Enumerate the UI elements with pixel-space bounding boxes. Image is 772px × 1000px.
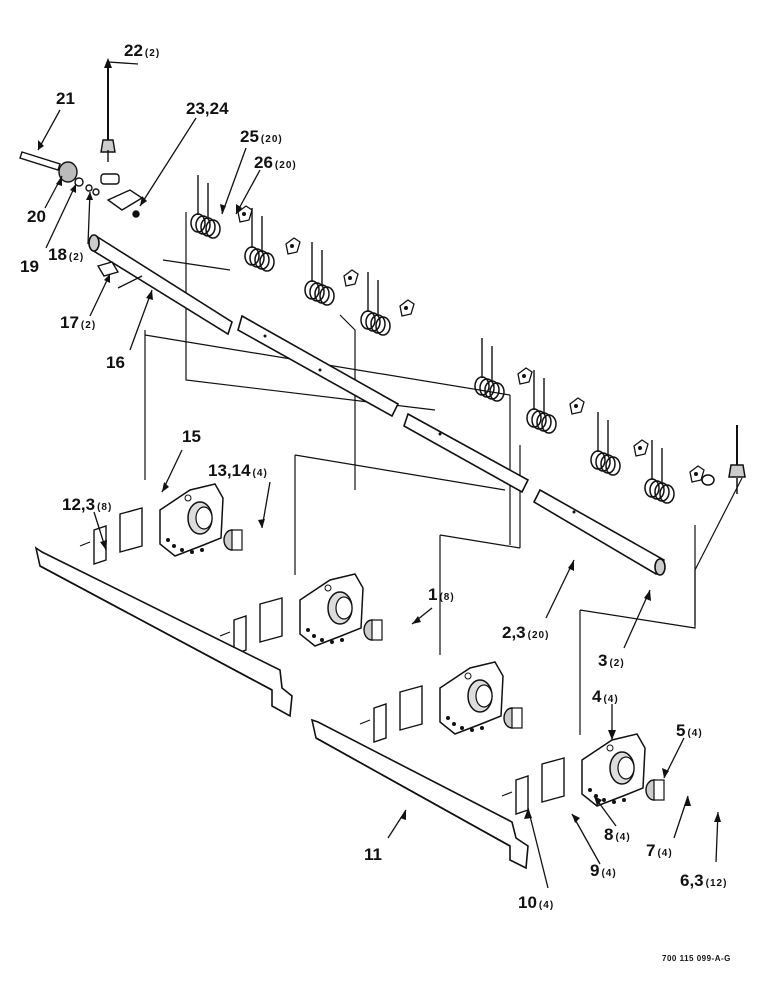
callout-16: 16 xyxy=(106,353,125,372)
drawing-number: 700 115 099-A-G xyxy=(662,954,731,963)
callout-19: 19 xyxy=(20,257,39,276)
callout-25: 25(20) xyxy=(240,127,283,146)
callout-1: 1(8) xyxy=(428,585,455,604)
callout-8: 8(4) xyxy=(604,825,631,844)
callout-23-24: 23,24 xyxy=(186,99,229,118)
callout-5: 5(4) xyxy=(676,721,703,740)
callout-11: 11 xyxy=(364,845,382,864)
right-end-rod xyxy=(701,425,746,494)
callout-18: 18(2) xyxy=(48,245,85,264)
bearing-assembly-3 xyxy=(359,661,523,743)
callout-13-14: 13,14(4) xyxy=(208,461,268,480)
callout-10: 10(4) xyxy=(518,893,555,912)
callout-17: 17(2) xyxy=(60,313,97,332)
left-end-hardware xyxy=(19,62,144,289)
callout-3: 3(2) xyxy=(598,651,625,670)
arrowheads xyxy=(38,58,721,823)
callout-21: 21 xyxy=(56,89,75,108)
callout-7: 7(4) xyxy=(646,841,673,860)
callout-12-3: 12,3(8) xyxy=(62,495,113,514)
callout-22: 22(2) xyxy=(124,41,161,60)
channel-frames xyxy=(34,546,529,870)
rock-shaft xyxy=(88,234,666,576)
callout-26: 26(20) xyxy=(254,153,297,172)
callout-15: 15 xyxy=(182,427,201,446)
callout-9: 9(4) xyxy=(590,861,617,880)
bearing-assembly-4 xyxy=(501,733,665,815)
bearing-assembly-2 xyxy=(219,573,383,655)
callout-6-3: 6,3(12) xyxy=(680,871,728,890)
callout-2-3: 2,3(20) xyxy=(502,623,550,642)
callout-4: 4(4) xyxy=(592,687,619,706)
callout-20: 20 xyxy=(27,207,46,226)
